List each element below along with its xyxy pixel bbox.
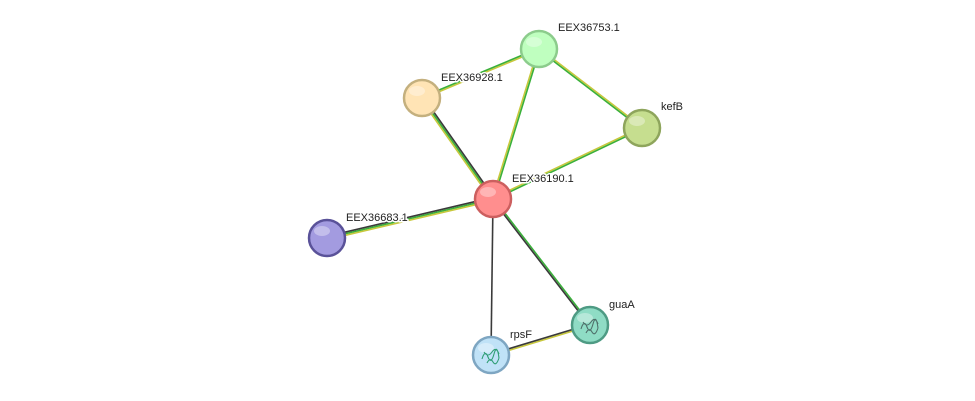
edge-evidence-strand [492, 198, 592, 326]
node-label-guaa: guaA [609, 299, 635, 311]
edge-evidence-strand [326, 196, 493, 238]
node-highlight [577, 313, 593, 323]
node-eex36683-1[interactable] [307, 218, 347, 258]
node-circle[interactable] [622, 108, 662, 148]
protein-structure-icon [481, 348, 500, 365]
node-highlight [480, 187, 496, 197]
edge-eex36190-1-eex36753-1[interactable] [491, 48, 541, 200]
node-label-halo: guaA [609, 299, 635, 311]
edge-evidence-strand [422, 96, 495, 199]
edge-eex36753-1-eex36928-1[interactable] [421, 47, 540, 100]
node-label-halo: EEX36190.1 [512, 173, 574, 185]
node-label-halo: kefB [661, 101, 683, 113]
node-circle[interactable] [471, 335, 511, 375]
node-circle[interactable] [473, 179, 513, 219]
edge-eex36753-1-kefb[interactable] [538, 47, 643, 130]
edge-eex36190-1-guaa[interactable] [491, 198, 592, 326]
node-label-eex36753-1: EEX36753.1 [558, 22, 620, 34]
node-eex36928-1[interactable] [402, 78, 442, 118]
node-eex36753-1[interactable] [519, 29, 559, 69]
node-highlight [478, 343, 494, 353]
node-label-rpsf: rpsF [510, 329, 532, 341]
node-label-halo: rpsF [510, 329, 532, 341]
node-label-eex36190-1: EEX36190.1 [512, 173, 574, 185]
node-eex36190-1[interactable] [473, 179, 513, 219]
edge-evidence-strand [491, 198, 591, 326]
nodes-layer [307, 29, 662, 375]
labels-layer: EEX36190.1EEX36190.1EEX36753.1EEX36753.1… [345, 21, 685, 343]
edge-evidence-strand [421, 97, 494, 200]
node-circle[interactable] [402, 78, 442, 118]
edge-eex36190-1-kefb[interactable] [492, 126, 643, 201]
node-guaa[interactable] [570, 305, 610, 345]
edge-evidence-strand [492, 48, 541, 200]
edge-evidence-strand [492, 126, 643, 200]
edge-evidence-strand [327, 199, 494, 241]
edge-evidence-strand [421, 47, 540, 99]
edge-evidence-strand [420, 98, 493, 201]
node-circle[interactable] [307, 218, 347, 258]
edge-evidence-strand [326, 198, 494, 239]
node-circle[interactable] [570, 305, 610, 345]
edge-eex36190-1-eex36683-1[interactable] [326, 196, 494, 241]
edge-evidence-strand [539, 47, 643, 128]
node-circle[interactable] [519, 29, 559, 69]
node-rpsf[interactable] [471, 335, 511, 375]
edge-evidence-strand [538, 48, 642, 130]
node-label-eex36928-1: EEX36928.1 [441, 72, 503, 84]
edge-evidence-strand [421, 48, 540, 100]
edges-layer [326, 47, 643, 357]
edge-evidence-strand [493, 127, 643, 201]
node-highlight [629, 116, 645, 126]
node-label-kefb: kefB [661, 101, 683, 113]
node-highlight [409, 86, 425, 96]
edge-evidence-strand [491, 48, 540, 199]
node-label-eex36683-1: EEX36683.1 [346, 212, 408, 224]
node-label-halo: EEX36683.1 [346, 212, 408, 224]
edge-eex36190-1-eex36928-1[interactable] [420, 96, 495, 201]
node-highlight [314, 226, 330, 236]
node-highlight [526, 37, 542, 47]
node-label-halo: EEX36928.1 [441, 72, 503, 84]
node-label-halo: EEX36753.1 [558, 22, 620, 34]
edge-evidence-strand [490, 198, 494, 356]
node-kefb[interactable] [622, 108, 662, 148]
protein-structure-icon [580, 318, 599, 335]
edge-eex36190-1-rpsf[interactable] [490, 198, 494, 356]
